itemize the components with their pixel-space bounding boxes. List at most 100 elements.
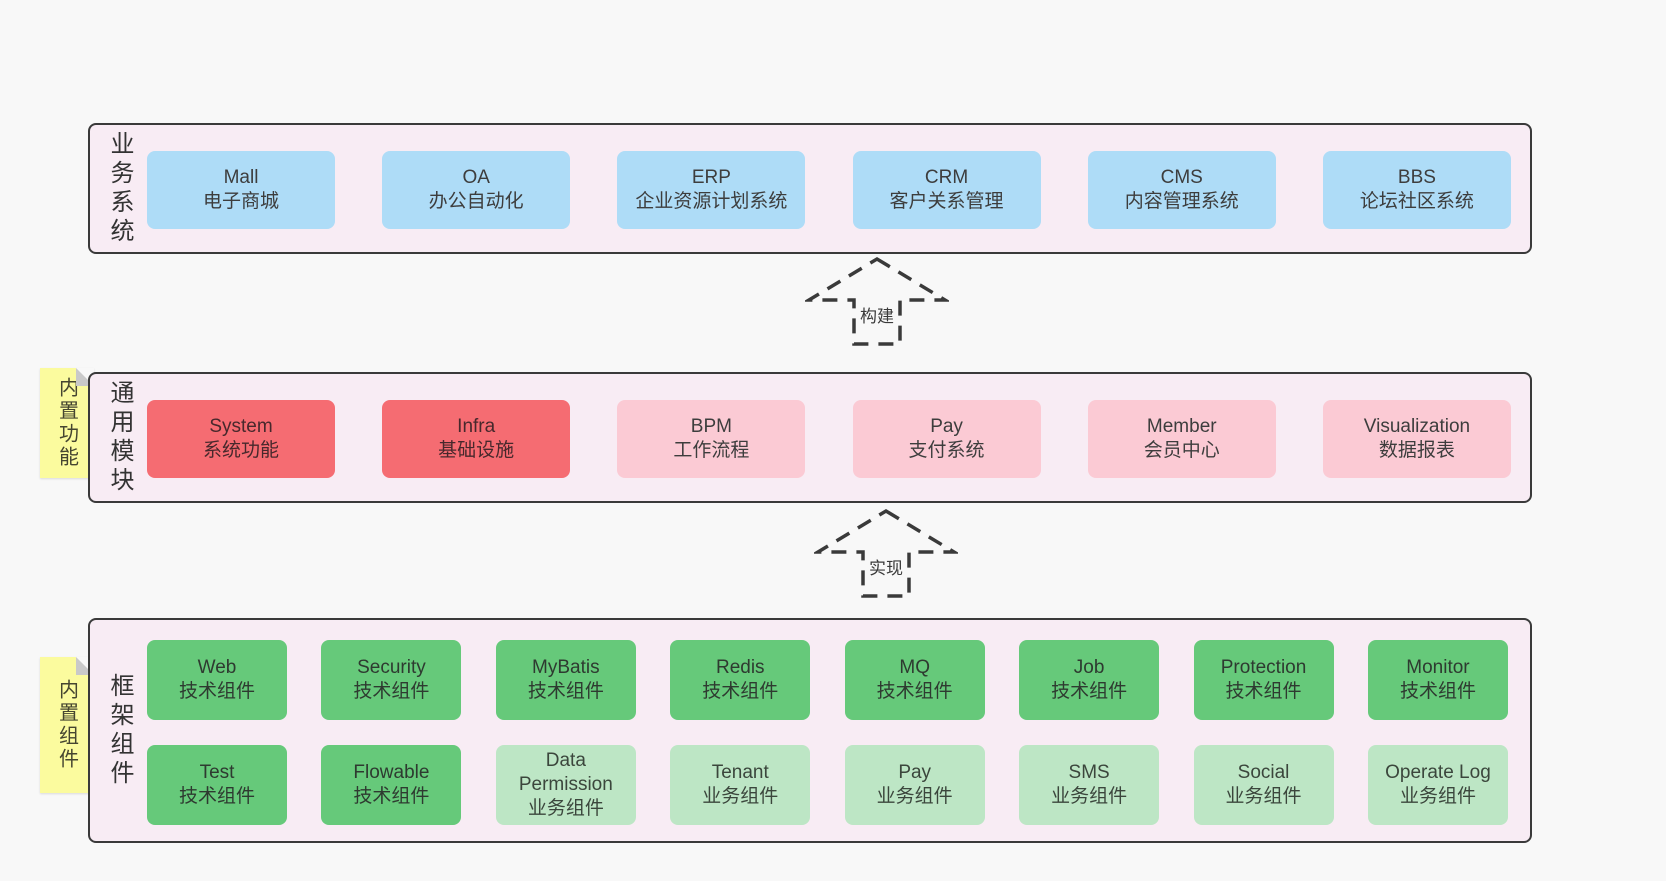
box-operate-log: Operate Log 业务组件 (1367, 745, 1508, 825)
dashed-up-arrow-icon (814, 508, 958, 598)
business-systems-row: Mall 电子商城 OA 办公自动化 ERP 企业资源计划系统 CRM 客户关系… (147, 151, 1511, 229)
box-title: CMS (1160, 166, 1203, 188)
box-subtitle: 内容管理系统 (1124, 191, 1239, 212)
box-title: Job (1073, 656, 1105, 678)
box-subtitle: 技术组件 (1225, 681, 1302, 702)
box-title: Visualization (1363, 415, 1471, 437)
section-common-modules: 通用模块 System 系统功能 Infra 基础设施 BPM 工作流程 Pay… (88, 372, 1532, 503)
box-subtitle: 电子商城 (202, 191, 279, 212)
framework-components-row-2: Test 技术组件 Flowable 技术组件 Data Permission … (147, 745, 1508, 825)
sticky-note-built-in-components: 内置组件 (40, 657, 94, 793)
box-title: MQ (899, 656, 930, 678)
box-subtitle: 业务组件 (876, 786, 953, 807)
box-title: Protection (1220, 656, 1307, 678)
section-framework-components: 框架组件 Web 技术组件 Security 技术组件 MyBatis 技术组件… (88, 618, 1532, 843)
box-test: Test 技术组件 (147, 745, 287, 825)
box-subtitle: 业务组件 (527, 798, 604, 820)
section-side-label: 框架组件 (106, 672, 133, 789)
box-title: Flowable (353, 761, 430, 783)
box-title: Data Permission (518, 749, 613, 795)
box-security: Security 技术组件 (321, 640, 462, 720)
box-title: OA (462, 166, 490, 188)
box-subtitle: 技术组件 (876, 681, 953, 702)
box-subtitle: 技术组件 (178, 681, 255, 702)
box-subtitle: 基础设施 (438, 440, 515, 461)
box-system: System 系统功能 (147, 400, 335, 478)
box-title: Pay (898, 761, 932, 783)
box-pay-module: Pay 支付系统 (852, 400, 1041, 478)
box-subtitle: 技术组件 (1051, 681, 1128, 702)
box-subtitle: 技术组件 (178, 786, 255, 807)
box-cms: CMS 内容管理系统 (1087, 151, 1276, 229)
box-subtitle: 业务组件 (1051, 786, 1128, 807)
box-data-permission: Data Permission 业务组件 (495, 745, 636, 825)
box-title: Monitor (1406, 656, 1470, 678)
box-subtitle: 系统功能 (202, 440, 279, 461)
box-infra: Infra 基础设施 (382, 400, 571, 478)
box-redis: Redis 技术组件 (670, 640, 811, 720)
box-oa: OA 办公自动化 (382, 151, 571, 229)
box-subtitle: 业务组件 (1399, 786, 1476, 807)
box-erp: ERP 企业资源计划系统 (617, 151, 806, 229)
box-subtitle: 技术组件 (702, 681, 779, 702)
box-title: Tenant (711, 761, 769, 783)
box-title: Infra (457, 415, 496, 437)
box-title: SMS (1068, 761, 1110, 783)
section-business-systems: 业务系统 Mall 电子商城 OA 办公自动化 ERP 企业资源计划系统 CRM… (88, 123, 1532, 254)
box-subtitle: 业务组件 (702, 786, 779, 807)
box-monitor: Monitor 技术组件 (1367, 640, 1508, 720)
box-title: MyBatis (532, 656, 600, 678)
box-title: ERP (691, 166, 731, 188)
box-title: System (209, 415, 273, 437)
box-subtitle: 企业资源计划系统 (635, 191, 788, 212)
box-subtitle: 论坛社区系统 (1359, 191, 1474, 212)
box-title: Social (1237, 761, 1290, 783)
arrow-implement-label: 实现 (865, 554, 907, 579)
box-title: BBS (1397, 166, 1436, 188)
sticky-note-built-in-features: 内置功能 (40, 368, 94, 478)
box-web: Web 技术组件 (147, 640, 287, 720)
box-job: Job 技术组件 (1019, 640, 1160, 720)
box-title: Member (1146, 415, 1217, 437)
box-title: Redis (715, 656, 765, 678)
box-subtitle: 支付系统 (908, 440, 985, 461)
box-title: Pay (930, 415, 963, 437)
box-subtitle: 技术组件 (1399, 681, 1476, 702)
box-flowable: Flowable 技术组件 (321, 745, 462, 825)
box-title: Test (199, 761, 235, 783)
box-subtitle: 办公自动化 (428, 191, 524, 212)
box-subtitle: 技术组件 (353, 681, 430, 702)
box-tenant: Tenant 业务组件 (670, 745, 811, 825)
box-bpm: BPM 工作流程 (617, 400, 806, 478)
box-title: BPM (690, 415, 732, 437)
box-protection: Protection 技术组件 (1193, 640, 1334, 720)
box-subtitle: 技术组件 (527, 681, 604, 702)
box-pay-component: Pay 业务组件 (844, 745, 985, 825)
box-title: Security (357, 656, 426, 678)
box-bbs: BBS 论坛社区系统 (1322, 151, 1511, 229)
box-title: Mall (223, 166, 259, 188)
sticky-note-label: 内置功能 (55, 377, 78, 469)
box-mq: MQ 技术组件 (844, 640, 985, 720)
box-subtitle: 会员中心 (1143, 440, 1220, 461)
arrow-build-label: 构建 (856, 302, 898, 327)
box-title: Operate Log (1385, 761, 1491, 783)
box-sms: SMS 业务组件 (1019, 745, 1160, 825)
box-title: CRM (924, 166, 969, 188)
arrow-implement: 实现 (814, 508, 958, 600)
box-subtitle: 数据报表 (1378, 440, 1455, 461)
box-mybatis: MyBatis 技术组件 (495, 640, 636, 720)
common-modules-row: System 系统功能 Infra 基础设施 BPM 工作流程 Pay 支付系统… (147, 400, 1511, 478)
box-subtitle: 技术组件 (353, 786, 430, 807)
framework-components-row-1: Web 技术组件 Security 技术组件 MyBatis 技术组件 Redi… (147, 640, 1508, 720)
box-subtitle: 工作流程 (673, 440, 750, 461)
box-visualization: Visualization 数据报表 (1322, 400, 1511, 478)
dashed-up-arrow-icon (805, 256, 949, 346)
arrow-build: 构建 (805, 256, 949, 348)
section-side-label: 业务系统 (106, 130, 133, 247)
section-side-label: 通用模块 (106, 379, 133, 496)
box-subtitle: 业务组件 (1225, 786, 1302, 807)
sticky-note-label: 内置组件 (55, 679, 78, 771)
box-member: Member 会员中心 (1087, 400, 1276, 478)
